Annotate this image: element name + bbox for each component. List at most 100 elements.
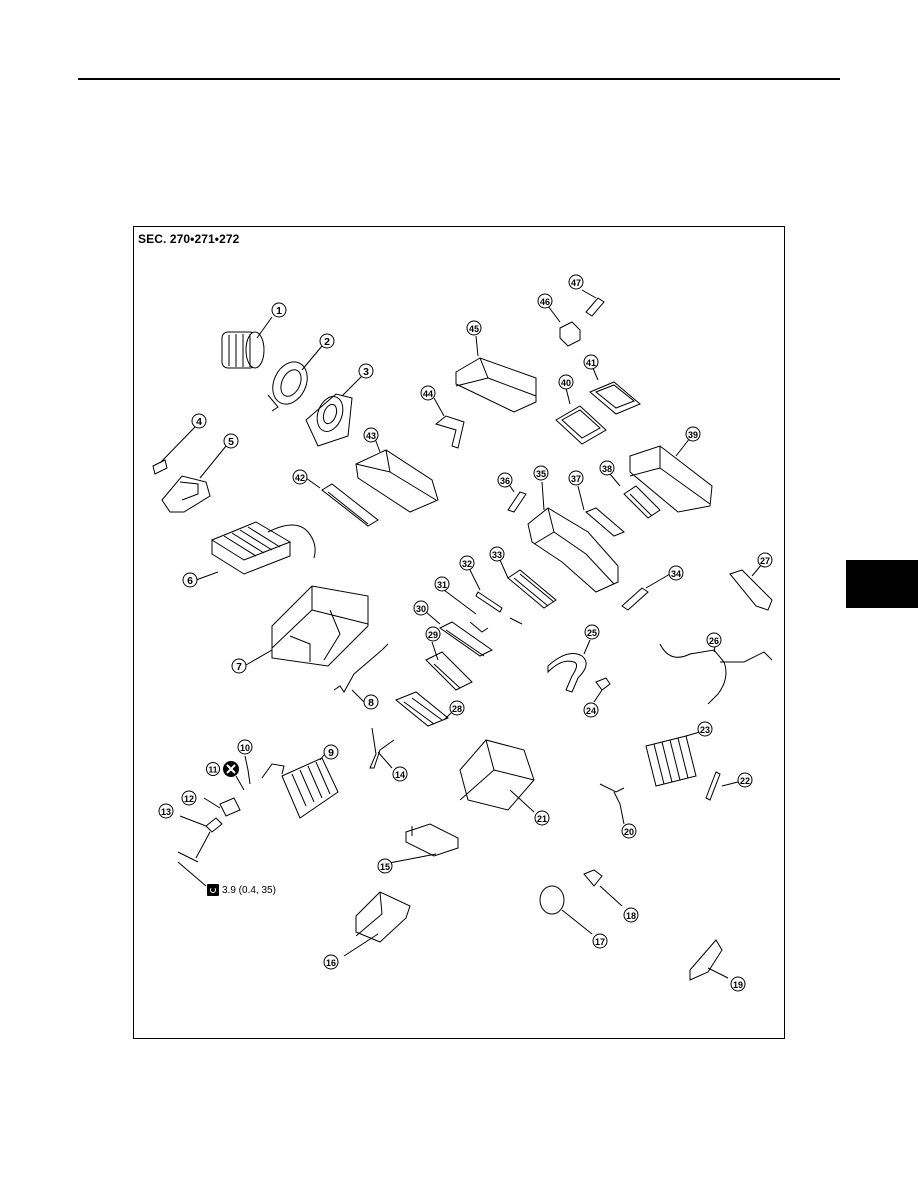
svg-text:2: 2 [324, 336, 330, 348]
svg-text:11: 11 [209, 765, 218, 775]
torque-wrench-icon [207, 884, 219, 896]
svg-text:23: 23 [700, 725, 710, 735]
section-code: SEC. 270•271•272 [138, 232, 240, 246]
svg-text:13: 13 [161, 807, 171, 817]
svg-text:7: 7 [236, 661, 242, 673]
callout-21: 21 [534, 810, 550, 826]
svg-text:35: 35 [536, 469, 546, 479]
svg-text:41: 41 [586, 358, 596, 368]
callout-8: 8 [363, 694, 379, 710]
part-17-cover [539, 885, 593, 935]
part-38-door [609, 473, 661, 519]
callout-1: 1 [271, 302, 287, 318]
callout-4: 4 [191, 413, 207, 429]
part-35-center-case [527, 481, 619, 593]
callout-27: 27 [757, 552, 773, 568]
part-42-seal [305, 477, 379, 527]
svg-text:5: 5 [228, 436, 234, 448]
part-1-blower-motor [221, 316, 273, 369]
part-22-filter-clip [705, 771, 739, 801]
part-23-cabin-filter [645, 731, 701, 787]
part-44-bracket [433, 397, 465, 449]
callout-30: 30 [413, 600, 429, 616]
callout-9: 9 [323, 744, 339, 760]
callout-labels: 1 2 3 4 5 6 7 8 9 10 11 12 13 14 15 16 1… [158, 274, 773, 992]
callout-40: 40 [558, 374, 574, 390]
callout-41: 41 [583, 354, 599, 370]
svg-text:37: 37 [571, 474, 581, 484]
callout-39: 39 [685, 426, 701, 442]
callout-28: 28 [449, 700, 465, 716]
callout-25: 25 [584, 624, 600, 640]
callout-47: 47 [568, 274, 584, 290]
part-47-rod [581, 289, 605, 317]
callout-31: 31 [434, 576, 450, 592]
callout-14: 14 [392, 766, 408, 782]
svg-text:1: 1 [276, 305, 282, 317]
part-20-sensor [599, 783, 625, 825]
part-3-blower-case [305, 375, 363, 447]
svg-text:28: 28 [452, 704, 462, 714]
part-14-harness [369, 727, 395, 769]
part-15-duct-bracket [383, 823, 459, 865]
callout-3: 3 [358, 363, 374, 379]
part-33-door [499, 559, 557, 609]
svg-text:12: 12 [184, 794, 194, 804]
svg-text:18: 18 [626, 911, 636, 921]
part-45-upper-case [455, 335, 537, 413]
svg-text:29: 29 [428, 630, 438, 640]
part-28-door [395, 691, 455, 727]
svg-text:25: 25 [587, 628, 597, 638]
part-4-seal [152, 426, 196, 475]
svg-text:19: 19 [733, 980, 743, 990]
circled-x-icon: 11 [206, 761, 239, 777]
svg-text:16: 16 [326, 958, 336, 968]
svg-text:10: 10 [240, 743, 250, 753]
part-37-door [577, 485, 625, 537]
callout-26: 26 [706, 632, 722, 648]
section-index-tab [846, 560, 918, 608]
part-43-intake-case [355, 435, 439, 513]
svg-text:17: 17 [595, 937, 605, 947]
callout-16: 16 [323, 954, 339, 970]
callout-45: 45 [466, 320, 482, 336]
torque-spec: 3.9 (0.4, 35) [222, 885, 276, 896]
callout-12: 12 [181, 790, 197, 806]
diagram-frame [133, 226, 785, 1039]
svg-text:4: 4 [196, 416, 202, 428]
callout-5: 5 [223, 433, 239, 449]
svg-text:32: 32 [462, 559, 472, 569]
callout-34: 34 [668, 565, 684, 581]
part-10-clip [244, 755, 251, 785]
part-11-o-ring [235, 775, 245, 791]
svg-text:45: 45 [469, 324, 479, 334]
callout-43: 43 [363, 427, 379, 443]
svg-text:6: 6 [187, 575, 193, 587]
part-19-bracket [689, 939, 729, 981]
part-41-filter-frame [589, 365, 641, 415]
callout-42: 42 [292, 469, 308, 485]
callout-15: 15 [377, 858, 393, 874]
part-34-seal [621, 573, 671, 611]
callout-22: 22 [737, 772, 753, 788]
callout-35: 35 [533, 465, 549, 481]
svg-text:44: 44 [423, 389, 433, 399]
callout-2: 2 [319, 333, 335, 349]
part-29-door [425, 641, 473, 691]
svg-text:36: 36 [500, 476, 510, 486]
part-13-fitting [177, 815, 223, 887]
svg-text:24: 24 [586, 706, 596, 716]
svg-text:21: 21 [537, 814, 547, 824]
callout-33: 33 [489, 546, 505, 562]
svg-text:14: 14 [395, 770, 405, 780]
svg-text:30: 30 [416, 604, 426, 614]
callout-20: 20 [621, 823, 637, 839]
part-32-link [467, 565, 523, 625]
svg-text:22: 22 [740, 776, 750, 786]
callout-37: 37 [568, 470, 584, 486]
part-30-door [425, 611, 493, 657]
part-16-floor-duct [343, 891, 411, 957]
svg-text:46: 46 [540, 297, 550, 307]
part-18-clip [583, 869, 623, 907]
